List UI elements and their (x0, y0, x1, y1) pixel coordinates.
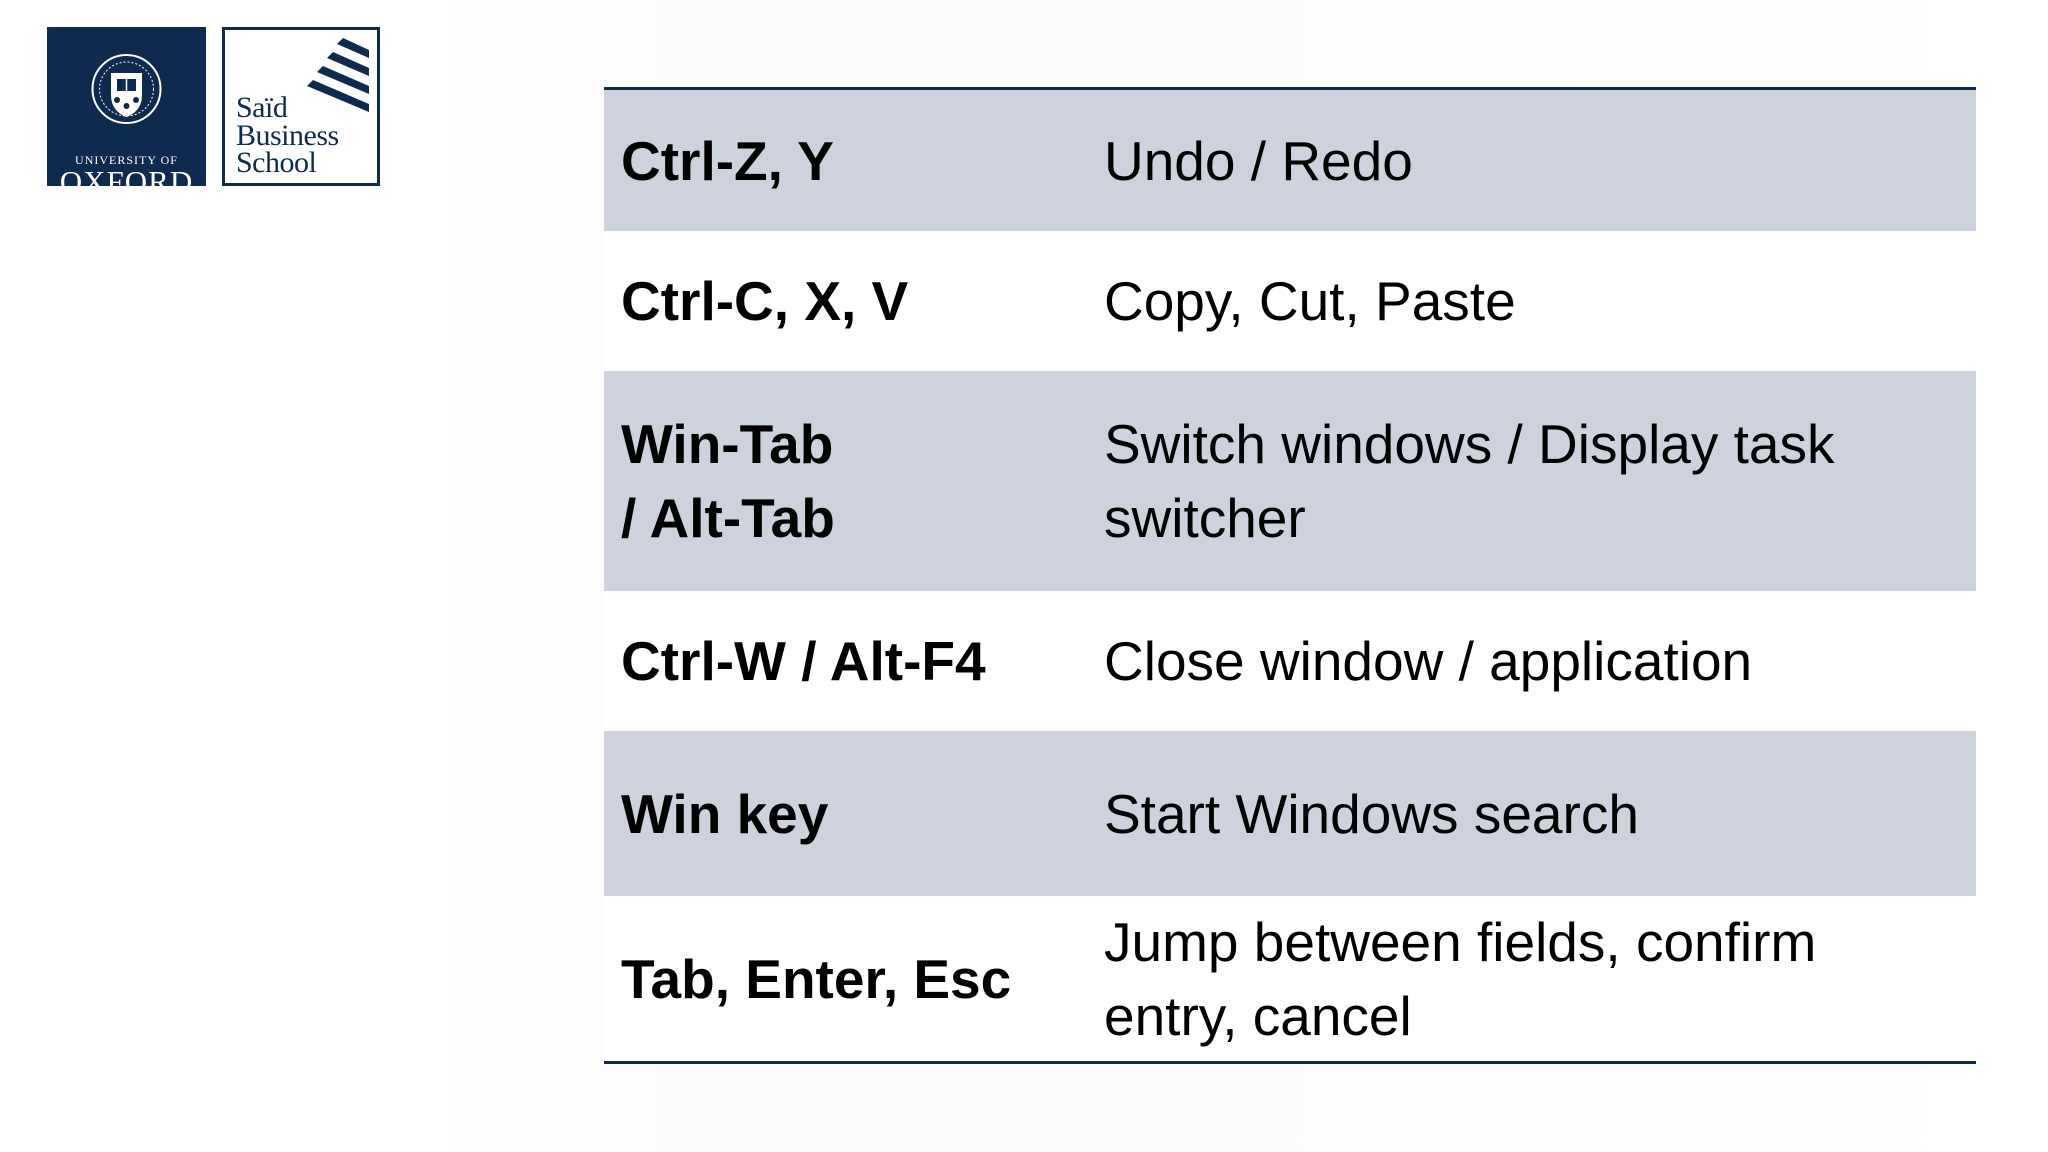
shortcut-description: Jump between fields, confirm entry, canc… (1104, 910, 1817, 1047)
oxford-crest-icon (91, 54, 162, 124)
shortcut-key-cell: Tab, Enter, Esc (604, 942, 1104, 1016)
said-logo-line1: Saïd (236, 91, 288, 124)
shortcut-key-cell: Ctrl-C, X, V (604, 264, 1104, 338)
shortcut-key-cell: Ctrl-W / Alt-F4 (604, 624, 1104, 698)
said-logo-line3: School (236, 146, 317, 179)
table-row: Win key Start Windows search (604, 731, 1976, 896)
shortcut-key-text: Win key (621, 782, 829, 845)
shortcut-table: Ctrl-Z, Y Undo / Redo Ctrl-C, X, V Copy,… (604, 87, 1976, 1064)
shortcut-description: Close window / application (1104, 630, 1753, 692)
shortcut-key-text: Ctrl-Z, Y (621, 129, 834, 192)
shortcut-key-text: Ctrl-C, X, V (621, 270, 909, 332)
table-row: Ctrl-Z, Y Undo / Redo (604, 90, 1976, 231)
oxford-logo-line1: UNIVERSITY OF (75, 153, 178, 167)
shortcut-key-text: Tab, Enter, Esc (621, 947, 1012, 1010)
table-row: Ctrl-W / Alt-F4 Close window / applicati… (604, 591, 1976, 731)
said-logo-line2: Business (236, 119, 339, 152)
said-stripes-icon (307, 38, 369, 112)
shortcut-key-cell: Win key (604, 777, 1104, 851)
oxford-university-logo: UNIVERSITY OF OXFORD (47, 27, 206, 197)
shortcut-description: Start Windows search (1104, 782, 1639, 845)
table-row: Tab, Enter, Esc Jump between fields, con… (604, 896, 1976, 1061)
shortcut-key-text: Ctrl-W / Alt-F4 (621, 630, 986, 692)
shortcut-key-text: Win-Tab (621, 413, 834, 475)
shortcut-key-cell: Ctrl-Z, Y (604, 124, 1104, 198)
shortcut-key-text: / Alt-Tab (621, 487, 835, 549)
oxford-logo-line2: OXFORD (59, 164, 194, 199)
shortcut-description: Switch windows / Display task switcher (1104, 413, 1835, 549)
shortcut-description: Copy, Cut, Paste (1104, 270, 1516, 332)
shortcut-description: Undo / Redo (1104, 129, 1413, 192)
table-row: Ctrl-C, X, V Copy, Cut, Paste (604, 231, 1976, 371)
said-business-school-logo: Saïd Business School (222, 27, 380, 186)
shortcut-key-cell: Win-Tab / Alt-Tab (604, 407, 1104, 555)
table-row: Win-Tab / Alt-Tab Switch windows / Displ… (604, 371, 1976, 591)
